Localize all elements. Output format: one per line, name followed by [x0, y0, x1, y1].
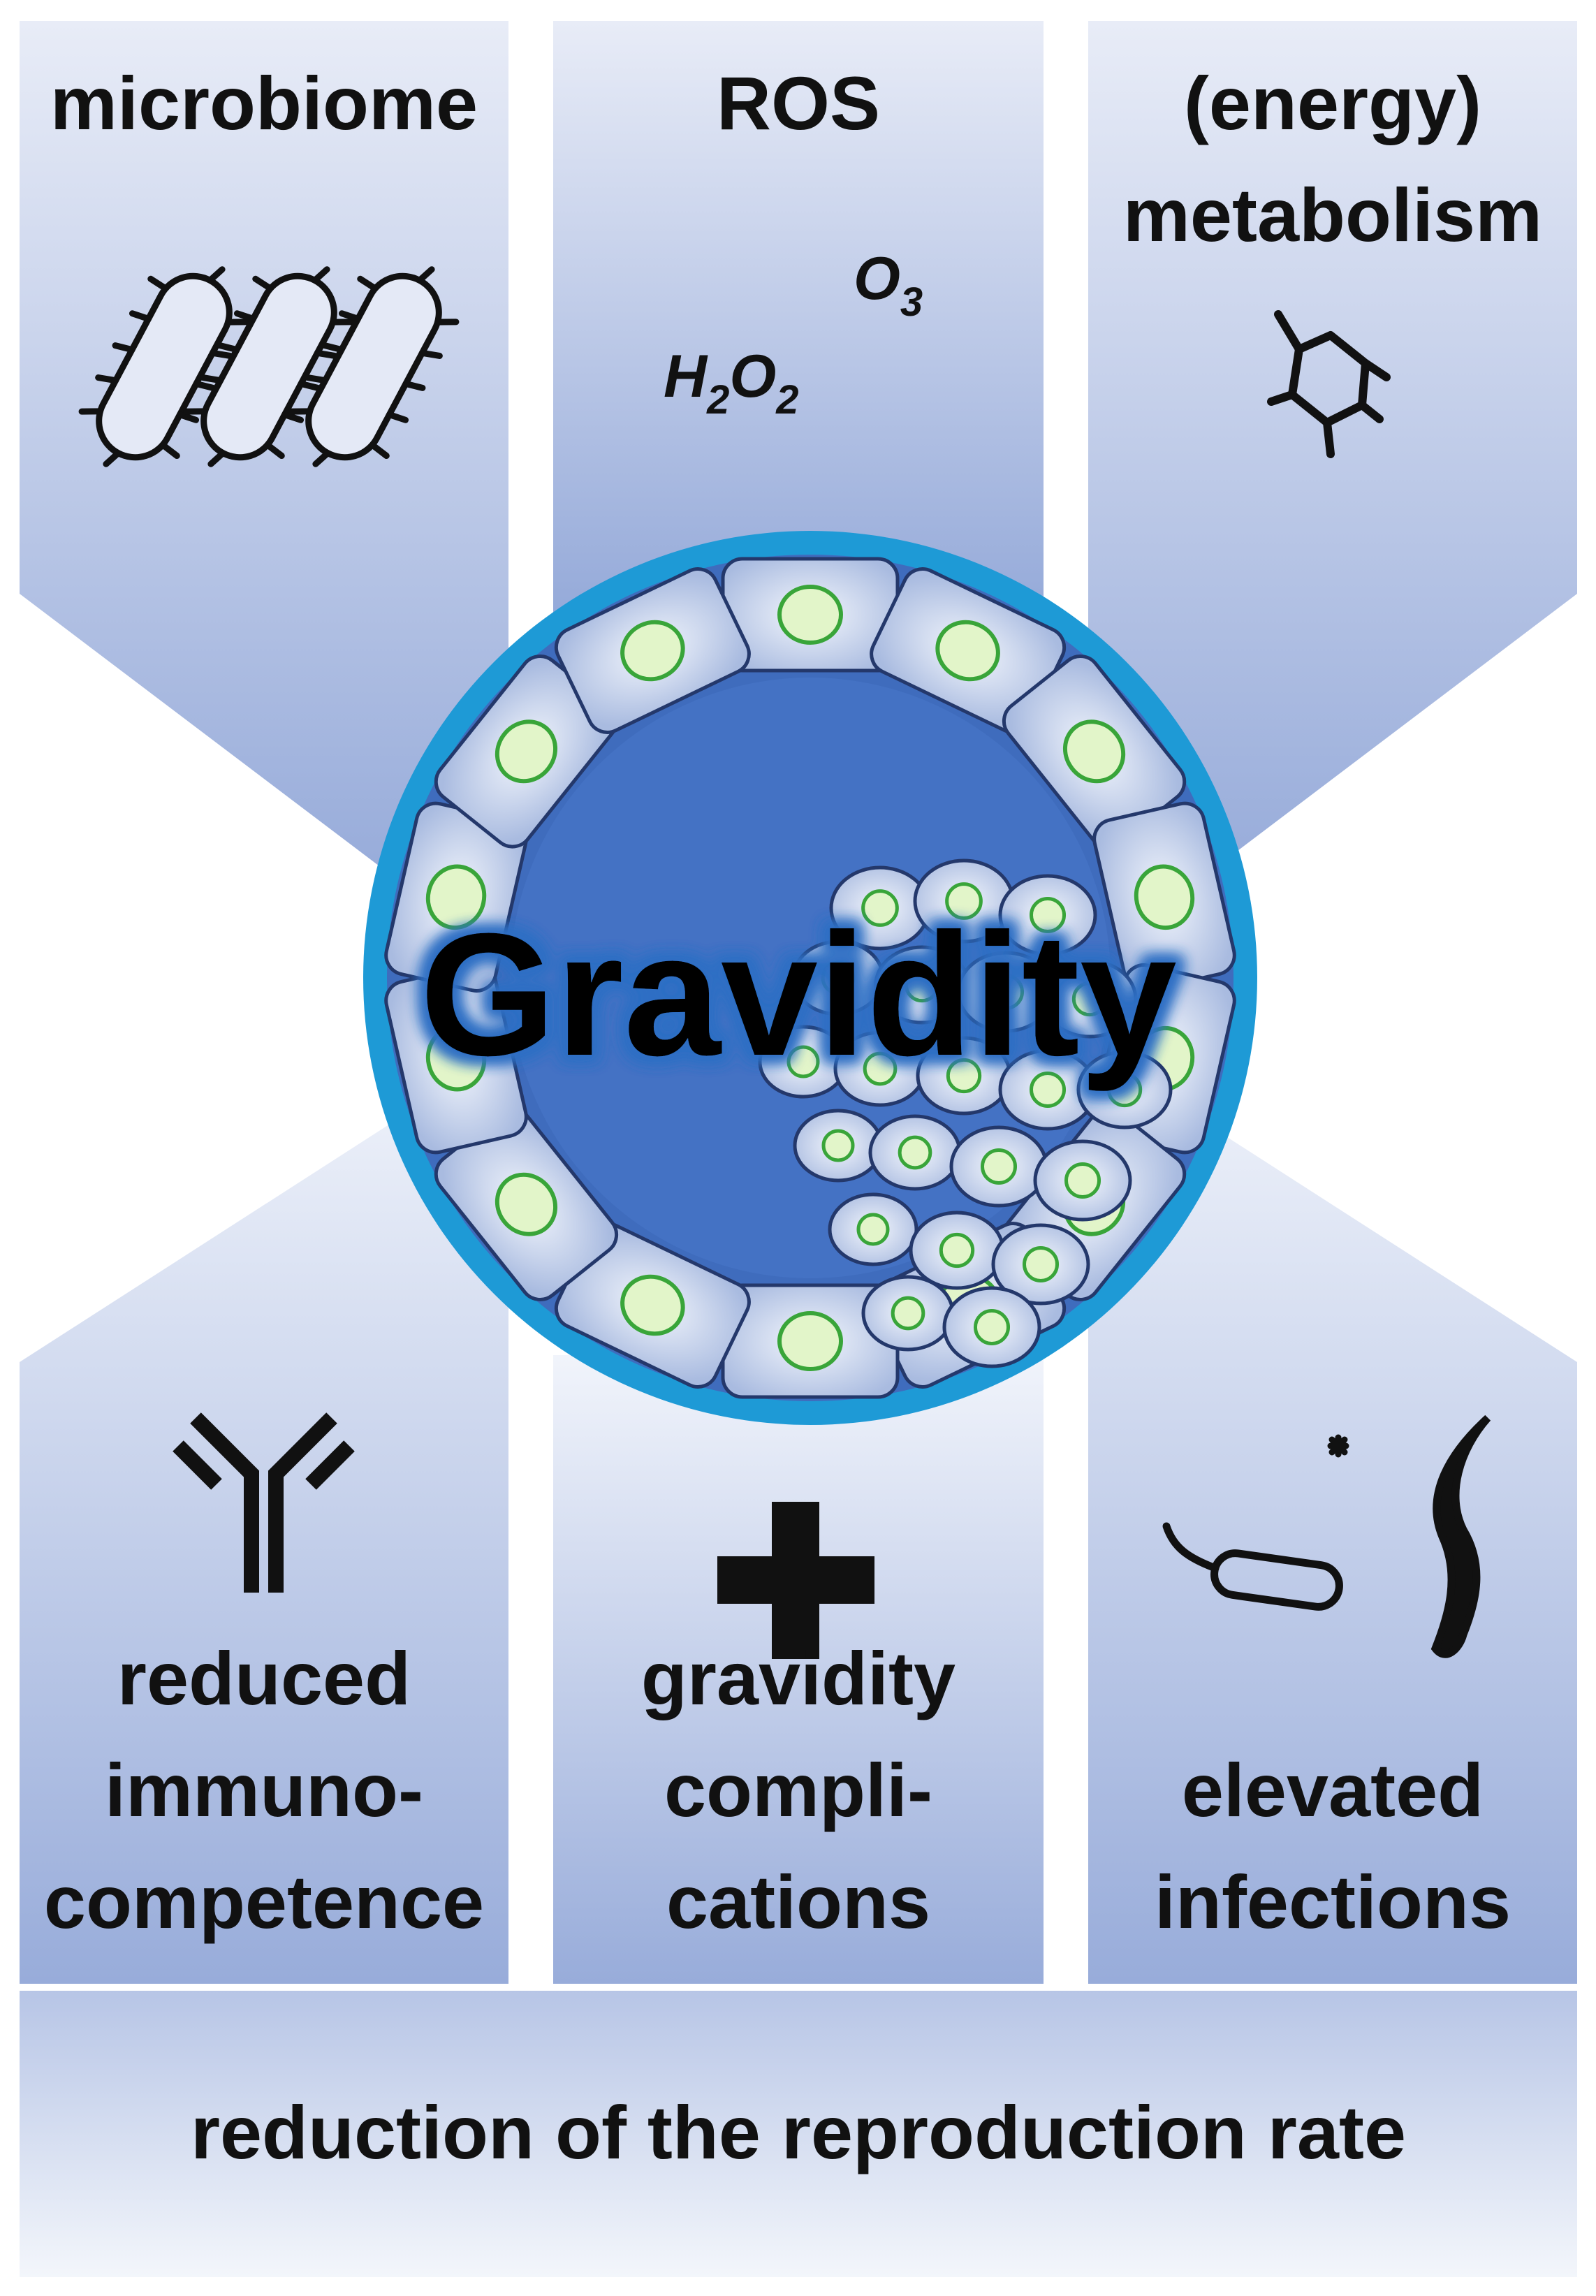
ros-label: ROS — [717, 61, 880, 145]
inner-cell — [791, 939, 885, 1016]
background-panels — [20, 21, 1577, 2277]
inner-cell — [828, 1192, 918, 1266]
inner-cell — [942, 1286, 1041, 1368]
inner-cell — [916, 1036, 1012, 1116]
plus-icon — [717, 1502, 874, 1659]
svg-text:O3: O3 — [854, 245, 923, 325]
inner-cell — [1076, 1050, 1173, 1129]
infections-label-line2: infections — [1155, 1859, 1511, 1944]
svg-text:H2O2: H2O2 — [664, 343, 799, 423]
trophoblast-cell — [384, 963, 528, 1155]
glucose-molecule-icon — [1267, 310, 1391, 458]
microbiome-label: microbiome — [50, 61, 478, 145]
trophoblast-cell — [554, 567, 751, 734]
inner-cell — [913, 858, 1015, 944]
bottom-middle-panel — [553, 1355, 1044, 1984]
trophoblast-cell — [434, 1107, 619, 1301]
pathogen-icon — [1162, 1414, 1491, 1658]
inner-cell — [909, 1211, 1005, 1290]
inner-cell — [868, 1114, 962, 1191]
inner-cell — [998, 1048, 1097, 1131]
immuno-label-line2: immuno- — [105, 1748, 423, 1832]
infections-label-line1: elevated — [1182, 1748, 1484, 1832]
inner-cell — [991, 1223, 1090, 1306]
immuno-label-line1: reduced — [117, 1636, 411, 1720]
ozone-formula: O3 — [854, 245, 923, 325]
trophoblast-cell — [1092, 801, 1236, 993]
top-right-panel — [1088, 21, 1577, 964]
antibody-icon — [173, 1412, 355, 1593]
inner-cell — [956, 951, 1055, 1033]
inner-cell — [949, 1125, 1048, 1208]
inner-cell — [1041, 959, 1138, 1039]
metabolism-label-line2: metabolism — [1123, 173, 1542, 257]
trophoblast-cell — [721, 1283, 900, 1399]
footer-panel — [20, 1991, 1577, 2277]
inner-cell — [793, 1109, 884, 1183]
complications-label-line1: gravidity — [641, 1636, 956, 1720]
complications-label-line3: cations — [666, 1859, 930, 1944]
inner-cell — [998, 874, 1097, 956]
trophoblast-cell — [1002, 655, 1187, 849]
inner-cell — [861, 1275, 955, 1352]
top-left-panel — [20, 21, 508, 964]
inner-cell — [1033, 1139, 1132, 1222]
bottom-right-panel — [1088, 1048, 1577, 1984]
complications-label-line2: compli- — [664, 1748, 932, 1832]
hydrogen-peroxide-formula: H2O2 — [664, 343, 799, 423]
blastocyst-icon — [363, 531, 1257, 1425]
footer-label: reduction of the reproduction rate — [191, 2090, 1406, 2174]
immuno-label-line3: competence — [44, 1859, 484, 1944]
top-middle-panel — [553, 21, 1044, 657]
gravidity-title: Gravidity — [420, 897, 1177, 1092]
metabolism-label-line1: (energy) — [1184, 61, 1481, 145]
bottom-left-panel — [20, 1048, 508, 1984]
bacteria-icon — [78, 266, 460, 467]
inner-cell — [829, 865, 931, 951]
